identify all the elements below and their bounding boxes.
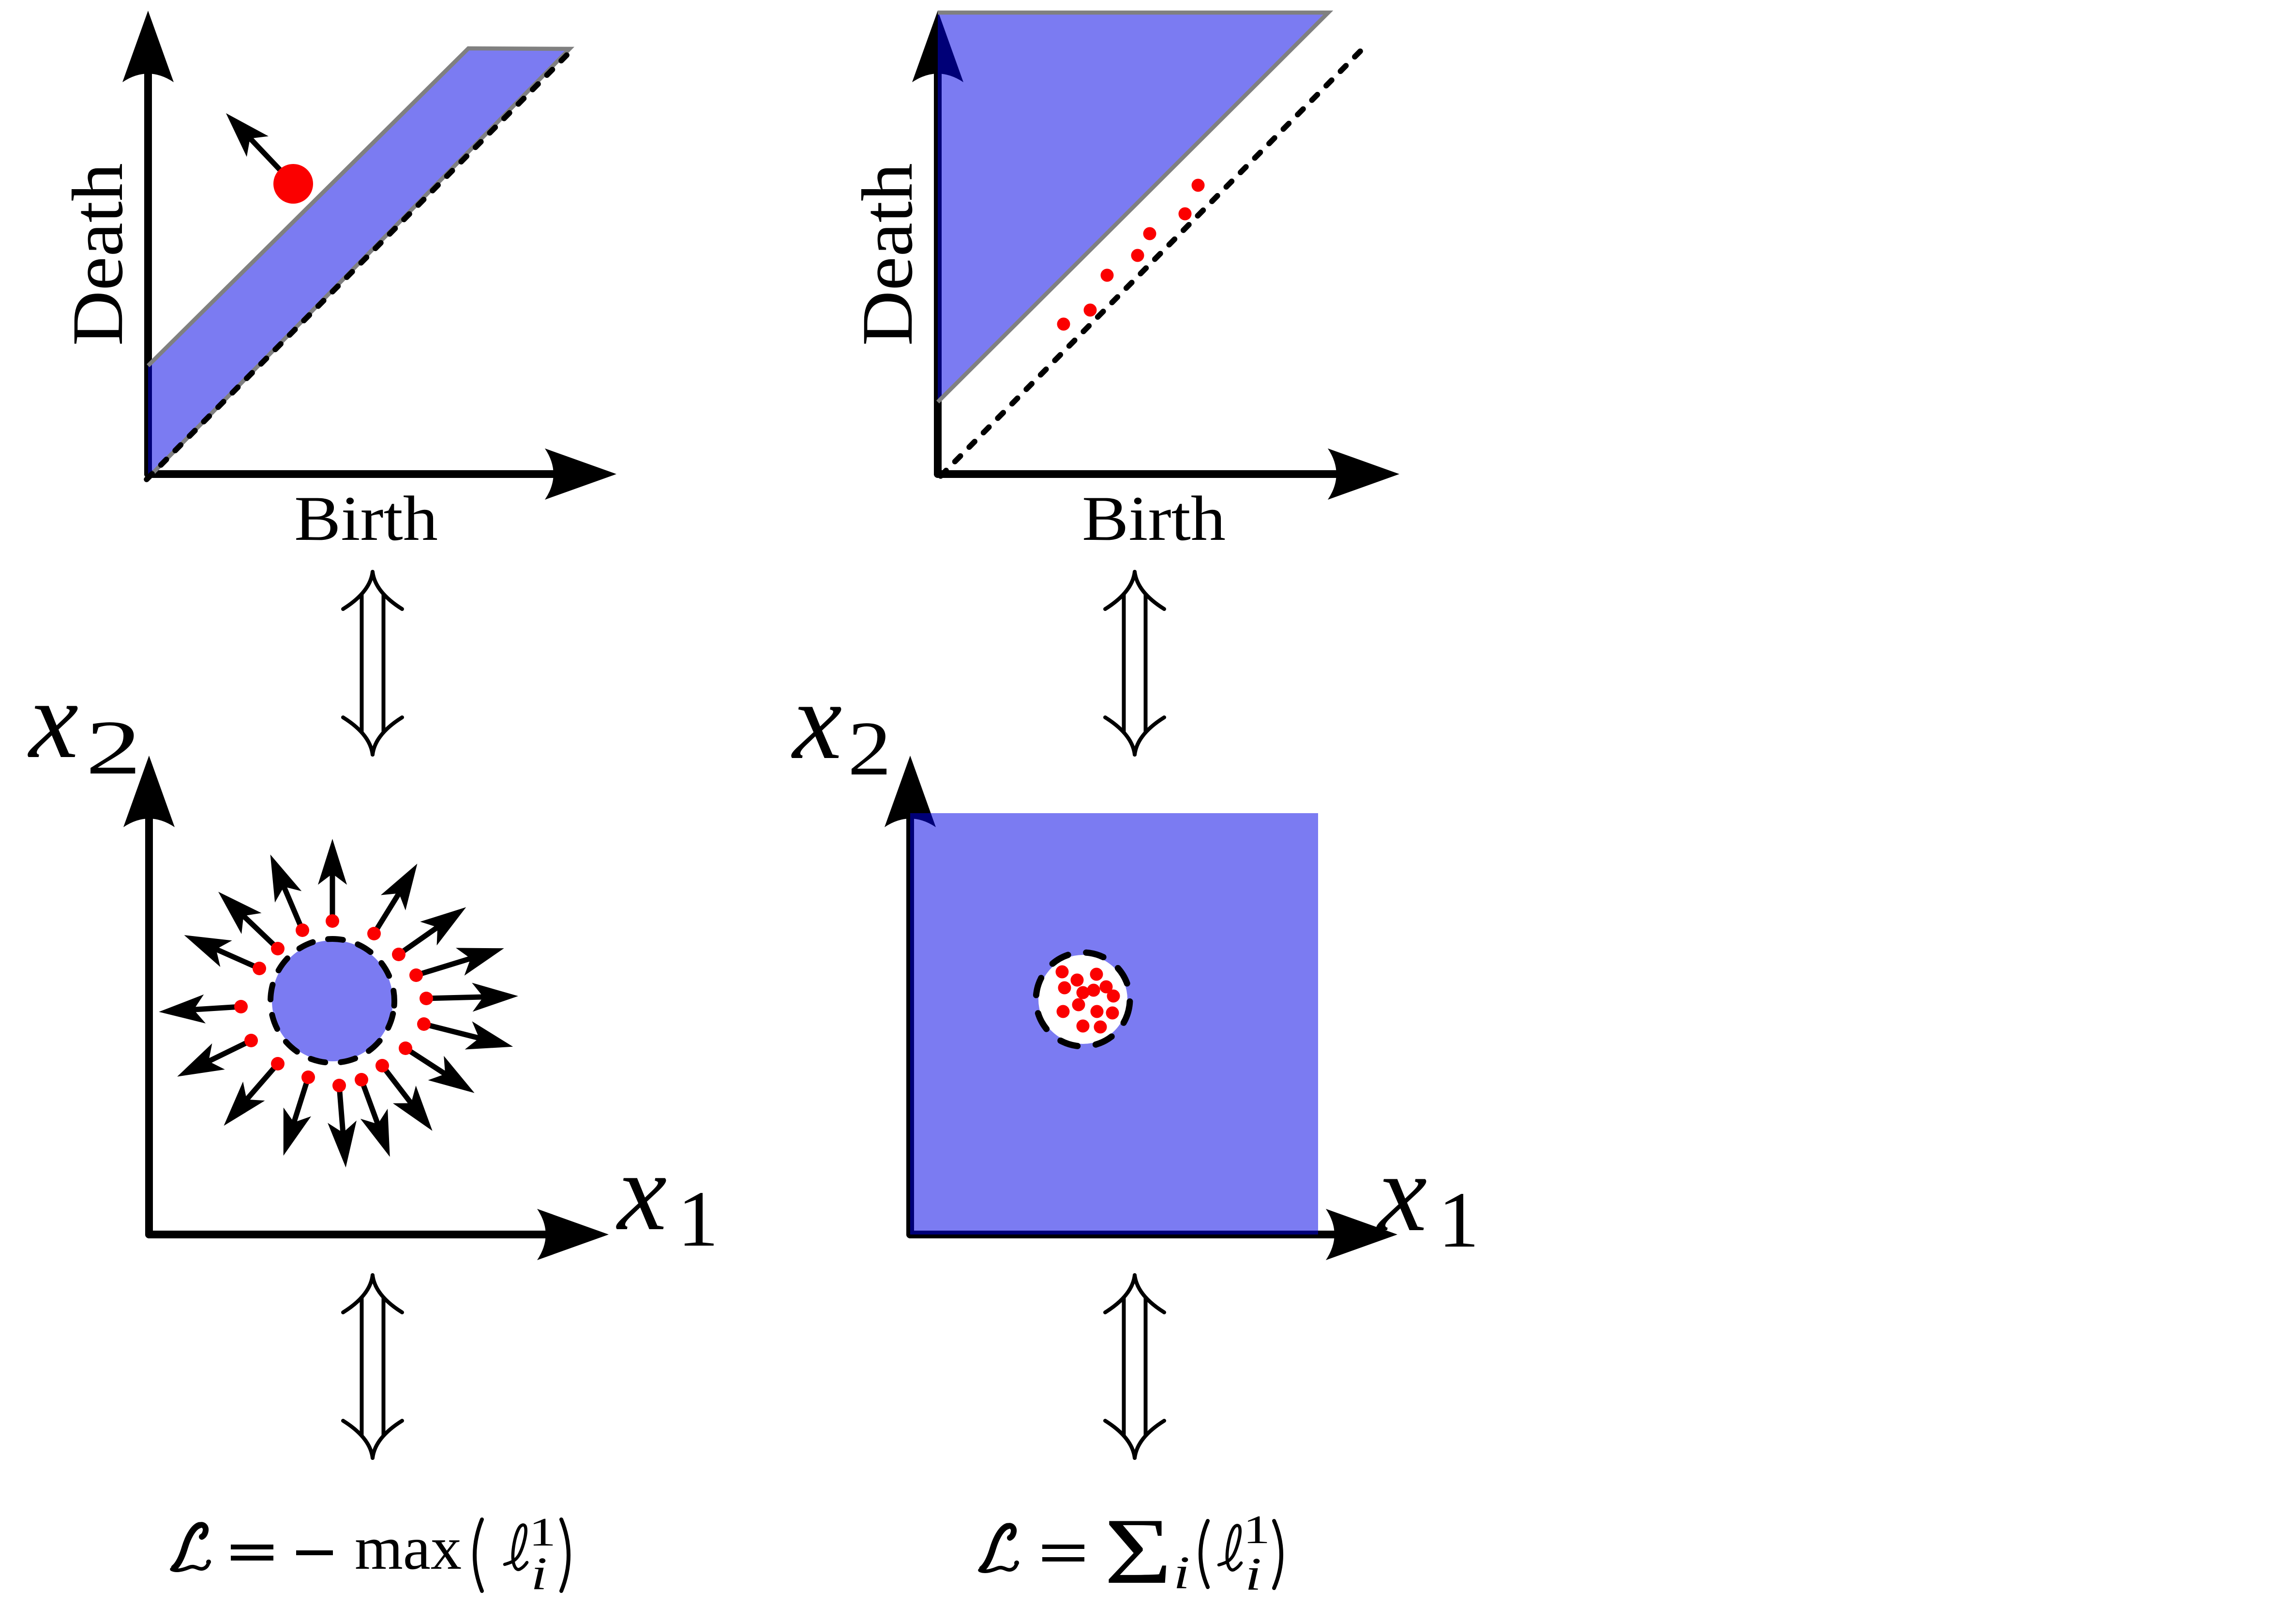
svg-text:Death: Death	[58, 163, 138, 346]
svg-text:i: i	[1173, 1547, 1190, 1598]
svg-text:x: x	[616, 1130, 667, 1253]
svg-text:2: 2	[86, 704, 141, 790]
svg-text:i: i	[531, 1547, 547, 1599]
svg-text:1: 1	[677, 1175, 719, 1263]
svg-text:Death: Death	[847, 163, 928, 346]
svg-text:2: 2	[848, 705, 891, 791]
svg-text:Σ: Σ	[1104, 1499, 1172, 1604]
svg-text:Birth: Birth	[1082, 483, 1226, 554]
svg-text:x: x	[28, 658, 78, 781]
svg-text:1: 1	[1438, 1175, 1479, 1264]
svg-text:1: 1	[1243, 1507, 1270, 1552]
svg-text:x: x	[1376, 1131, 1427, 1254]
svg-text:1: 1	[529, 1510, 556, 1555]
svg-text:x: x	[791, 659, 842, 782]
svg-text:Birth: Birth	[294, 483, 438, 554]
svg-text:max: max	[355, 1514, 462, 1582]
svg-text:i: i	[1245, 1548, 1261, 1600]
